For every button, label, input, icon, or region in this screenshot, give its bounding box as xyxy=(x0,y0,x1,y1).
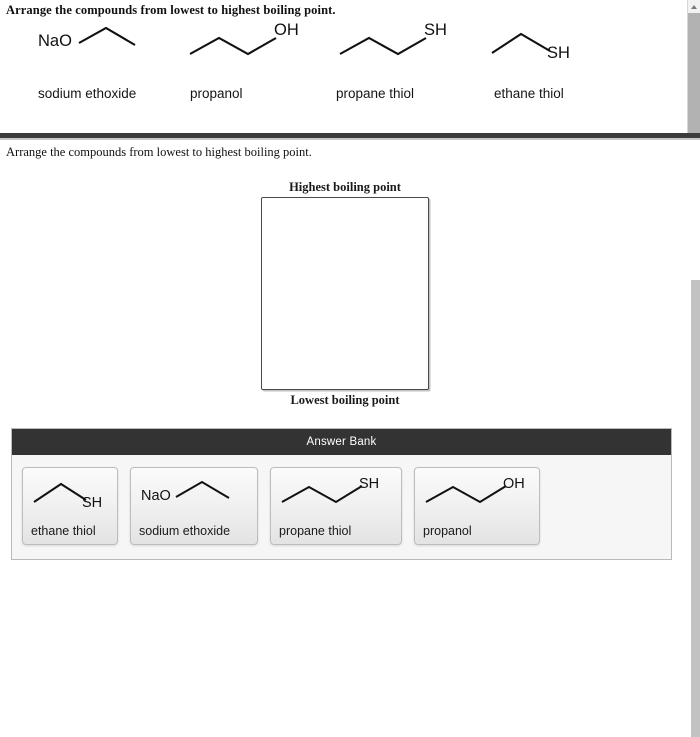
molecule-propanol: OH xyxy=(186,16,306,72)
question-preview-pane: Arrange the compounds from lowest to hig… xyxy=(0,0,700,133)
molecule-sodium-ethoxide: NaO xyxy=(139,474,249,516)
answer-bank-panel: Answer Bank SH ethane thiol NaO xyxy=(11,428,672,560)
question-scrollbar[interactable] xyxy=(687,280,700,737)
scroll-up-arrow-icon[interactable] xyxy=(687,0,700,13)
preview-scrollbar[interactable] xyxy=(687,0,700,133)
answer-card-label: ethane thiol xyxy=(31,524,96,538)
preview-prompt-text: Arrange the compounds from lowest to hig… xyxy=(6,3,336,17)
highest-boiling-point-caption: Highest boiling point xyxy=(289,180,401,194)
question-scrollbar-thumb[interactable] xyxy=(691,280,700,737)
answer-card-label: sodium ethoxide xyxy=(139,524,231,538)
atom-label-OH: OH xyxy=(274,21,299,39)
ranking-drop-zone[interactable] xyxy=(261,197,429,390)
preview-label-sodium-ethoxide: sodium ethoxide xyxy=(38,86,137,101)
answer-card-propanol[interactable]: OH propanol xyxy=(414,467,540,545)
atom-label-NaO: NaO xyxy=(141,488,171,504)
molecule-propane-thiol: SH xyxy=(279,474,393,516)
answer-card-sodium-ethoxide[interactable]: NaO sodium ethoxide xyxy=(130,467,258,545)
question-pane: Arrange the compounds from lowest to hig… xyxy=(0,140,700,737)
question-prompt-text: Arrange the compounds from lowest to hig… xyxy=(6,145,312,159)
preview-label-propane-thiol: propane thiol xyxy=(336,86,415,101)
molecule-sodium-ethoxide: NaO xyxy=(34,16,154,72)
preview-label-propanol: propanol xyxy=(190,86,243,101)
answer-bank-title: Answer Bank xyxy=(12,429,671,455)
preview-label-ethane-thiol: ethane thiol xyxy=(494,86,564,101)
atom-label-NaO: NaO xyxy=(38,32,72,50)
atom-label-SH: SH xyxy=(82,495,102,511)
answer-card-label: propane thiol xyxy=(279,524,352,538)
answer-card-label: propanol xyxy=(423,524,472,538)
answer-card-ethane-thiol[interactable]: SH ethane thiol xyxy=(22,467,118,545)
atom-label-OH: OH xyxy=(503,476,525,492)
molecule-ethane-thiol: SH xyxy=(488,16,598,72)
atom-label-SH: SH xyxy=(359,476,379,492)
molecule-propane-thiol: SH xyxy=(336,16,456,72)
section-divider-shadow xyxy=(0,138,700,140)
atom-label-SH: SH xyxy=(547,44,570,62)
lowest-boiling-point-caption: Lowest boiling point xyxy=(290,393,400,407)
answer-bank-card-list: SH ethane thiol NaO sodium ethoxide xyxy=(12,455,671,559)
section-divider xyxy=(0,133,700,138)
answer-card-propane-thiol[interactable]: SH propane thiol xyxy=(270,467,402,545)
ranking-drop-zone-container: Highest boiling point Lowest boiling poi… xyxy=(261,180,429,408)
atom-label-SH: SH xyxy=(424,21,447,39)
molecule-propanol: OH xyxy=(423,474,531,516)
molecule-ethane-thiol: SH xyxy=(31,474,109,516)
